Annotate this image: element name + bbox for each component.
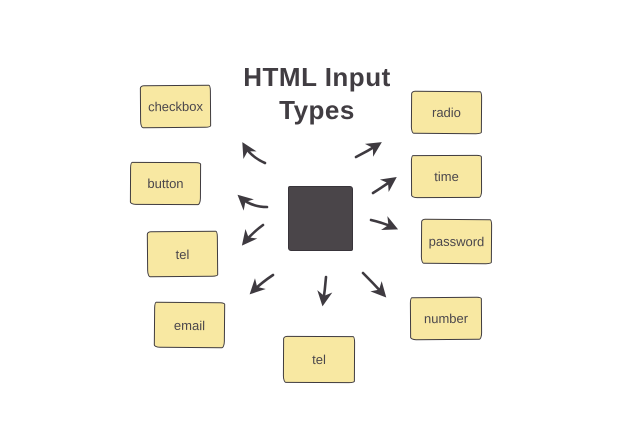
- arrow-to-password: [369, 216, 399, 231]
- note-time: time: [410, 154, 483, 199]
- note-email-label: email: [173, 317, 206, 333]
- arrow-to-tel-bottom: [317, 275, 333, 307]
- arrow-to-time: [371, 177, 397, 195]
- note-password-label: password: [428, 233, 485, 250]
- note-checkbox-label: checkbox: [147, 98, 204, 115]
- note-number: number: [409, 296, 483, 341]
- arrow-to-email: [249, 273, 275, 295]
- center-square-node: [288, 186, 353, 251]
- note-tel-left-label: tel: [175, 246, 190, 262]
- arrow-to-number: [361, 271, 387, 298]
- note-radio: radio: [410, 90, 483, 135]
- diagram-title: HTML Input Types: [227, 61, 407, 127]
- note-button-label: button: [147, 175, 184, 192]
- note-time-label: time: [434, 168, 459, 185]
- note-tel-bottom-label: tel: [312, 351, 326, 368]
- note-button: button: [129, 161, 202, 206]
- note-checkbox: checkbox: [139, 84, 212, 129]
- note-radio-label: radio: [431, 104, 462, 121]
- arrow-to-tel-left: [241, 223, 265, 246]
- diagram-title-line2: Types: [279, 95, 355, 125]
- arrow-to-radio: [354, 142, 382, 159]
- arrow-to-button: [237, 194, 269, 211]
- note-password: password: [420, 218, 493, 265]
- note-number-label: number: [423, 310, 469, 327]
- diagram-title-line1: HTML Input: [243, 62, 391, 92]
- note-tel-bottom: tel: [282, 335, 356, 384]
- arrow-to-checkbox: [242, 142, 267, 165]
- note-tel-left: tel: [146, 230, 219, 278]
- note-email: email: [153, 301, 226, 349]
